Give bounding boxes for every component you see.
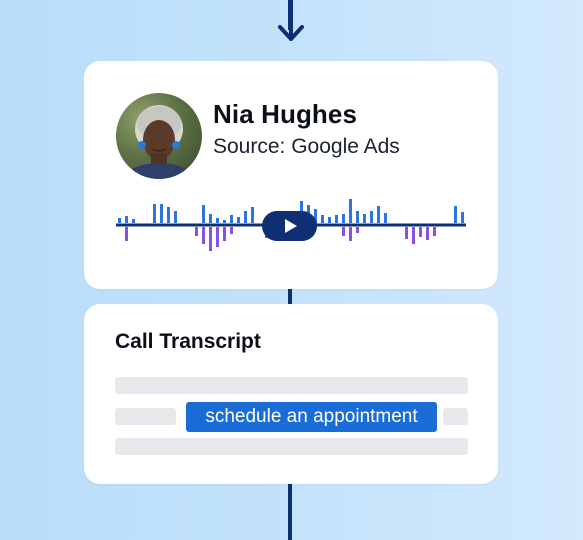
- waveform-bar: [167, 207, 170, 223]
- waveform-bar: [349, 199, 352, 223]
- waveform-bar: [195, 227, 198, 236]
- waveform-bar: [216, 227, 219, 247]
- waveform-bar: [377, 206, 380, 223]
- waveform-bar: [223, 227, 226, 241]
- waveform-bar: [160, 204, 163, 223]
- waveform-bar: [328, 217, 331, 223]
- flow-connector-middle: [288, 289, 292, 304]
- transcript-line-placeholder: [115, 438, 468, 455]
- waveform-bar: [363, 214, 366, 223]
- waveform-bar: [335, 215, 338, 223]
- waveform-bar: [230, 215, 233, 223]
- contact-card: Nia Hughes Source: Google Ads: [84, 61, 498, 289]
- waveform-bar: [342, 214, 345, 223]
- transcript-line-placeholder: [115, 377, 468, 394]
- waveform-bar: [237, 217, 240, 223]
- waveform-bar: [125, 227, 128, 241]
- waveform-bar: [153, 204, 156, 223]
- waveform-bar: [216, 218, 219, 223]
- waveform-bar: [202, 227, 205, 244]
- transcript-line-placeholder: [115, 408, 176, 425]
- highlighted-phrase: schedule an appointment: [186, 402, 437, 432]
- transcript-title: Call Transcript: [115, 330, 261, 353]
- waveform-bar: [412, 227, 415, 244]
- waveform-bar: [202, 205, 205, 223]
- flow-connector-bottom: [288, 484, 292, 540]
- avatar: [116, 93, 202, 179]
- waveform-bar: [356, 211, 359, 223]
- waveform-bar: [426, 227, 429, 240]
- waveform-bar: [251, 207, 254, 223]
- waveform-bar: [174, 211, 177, 223]
- transcript-card: Call Transcript schedule an appointment: [84, 304, 498, 484]
- contact-name: Nia Hughes: [213, 99, 358, 129]
- waveform-bar: [314, 209, 317, 223]
- play-icon: [285, 219, 297, 233]
- waveform-bar: [321, 215, 324, 223]
- waveform-bar: [419, 227, 422, 237]
- waveform-bar: [370, 211, 373, 223]
- waveform-bar: [132, 219, 135, 223]
- waveform-bar: [433, 227, 436, 236]
- contact-source: Source: Google Ads: [213, 135, 400, 158]
- waveform-bar: [244, 211, 247, 223]
- waveform-bar: [342, 227, 345, 236]
- waveform-bar: [454, 206, 457, 223]
- waveform-bar: [209, 227, 212, 251]
- waveform-bar: [349, 227, 352, 241]
- waveform-bar: [384, 213, 387, 223]
- waveform-bar: [230, 227, 233, 234]
- arrow-down-icon: [278, 0, 304, 41]
- waveform-bar: [209, 214, 212, 223]
- transcript-line-placeholder: [443, 408, 468, 425]
- waveform-bar: [461, 212, 464, 223]
- waveform-bar: [125, 216, 128, 223]
- waveform-bar: [118, 218, 121, 223]
- waveform-bar: [223, 220, 226, 223]
- waveform-bar: [405, 227, 408, 239]
- play-button[interactable]: [262, 211, 317, 241]
- waveform-bar: [356, 227, 359, 233]
